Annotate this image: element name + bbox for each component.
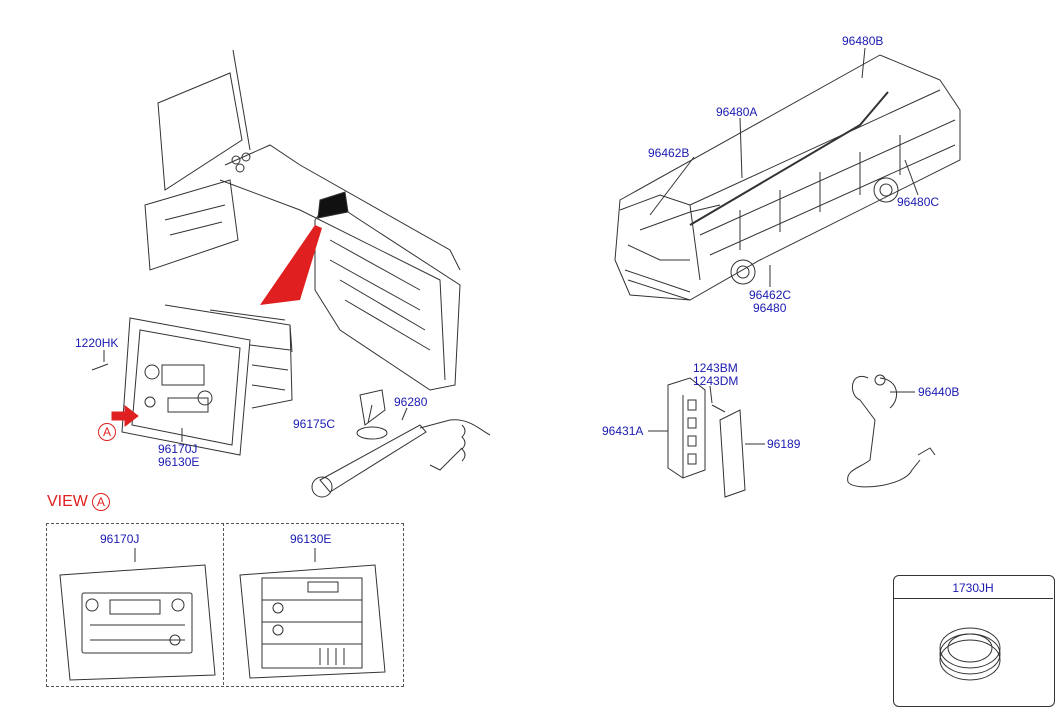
part-label-96440b[interactable]: 96440B (918, 385, 960, 399)
part-label-96462b[interactable]: 96462B (648, 146, 690, 160)
part-label-96175c[interactable]: 96175C (293, 417, 336, 431)
view-marker-circle: A (91, 493, 110, 511)
bus-illustration (614, 54, 961, 301)
switch-panel-illustration (667, 377, 706, 479)
screw-1220hk (91, 363, 109, 371)
view-a-panel (46, 523, 404, 687)
part-label-96462c[interactable]: 96462C (749, 288, 792, 302)
part-label-1243dm[interactable]: 1243DM (693, 374, 739, 388)
part-label-96480a[interactable]: 96480A (716, 105, 758, 119)
part-label-96480c[interactable]: 96480C (897, 195, 940, 209)
view-a-divider (223, 523, 224, 685)
part-label-96130e[interactable]: 96130E (158, 455, 200, 469)
pointer-sweep (260, 225, 322, 305)
part-label-96431a[interactable]: 96431A (602, 424, 644, 438)
radio-unit-illustration (121, 304, 293, 456)
callout-marker-a: A (98, 423, 116, 441)
view-title-text: VIEW (47, 493, 88, 510)
gasket-illustration (939, 627, 1001, 681)
headset-illustration (847, 374, 936, 488)
part-label-96480b[interactable]: 96480B (842, 34, 884, 48)
part-label-1220hk[interactable]: 1220HK (75, 336, 119, 350)
part-label-1730jh[interactable]: 1730JH (952, 581, 994, 595)
radio-face-96130e (239, 564, 386, 679)
part-box-1730jh (893, 575, 1055, 707)
part-label-96189[interactable]: 96189 (767, 437, 801, 451)
part-label-1243bm[interactable]: 1243BM (693, 361, 738, 375)
microphone-illustration (311, 389, 491, 498)
part-label-96280[interactable]: 96280 (394, 395, 428, 409)
part-label-96480[interactable]: 96480 (753, 301, 787, 315)
panel-label-96130e[interactable]: 96130E (290, 532, 332, 546)
radio-face-96170j (59, 564, 216, 681)
dashboard-illustration (144, 49, 461, 391)
part-box-separator (893, 598, 1053, 599)
plate-illustration (719, 409, 746, 498)
part-label-96170j[interactable]: 96170J (158, 442, 198, 456)
panel-label-96170j[interactable]: 96170J (100, 532, 140, 546)
view-arrow (111, 404, 139, 428)
